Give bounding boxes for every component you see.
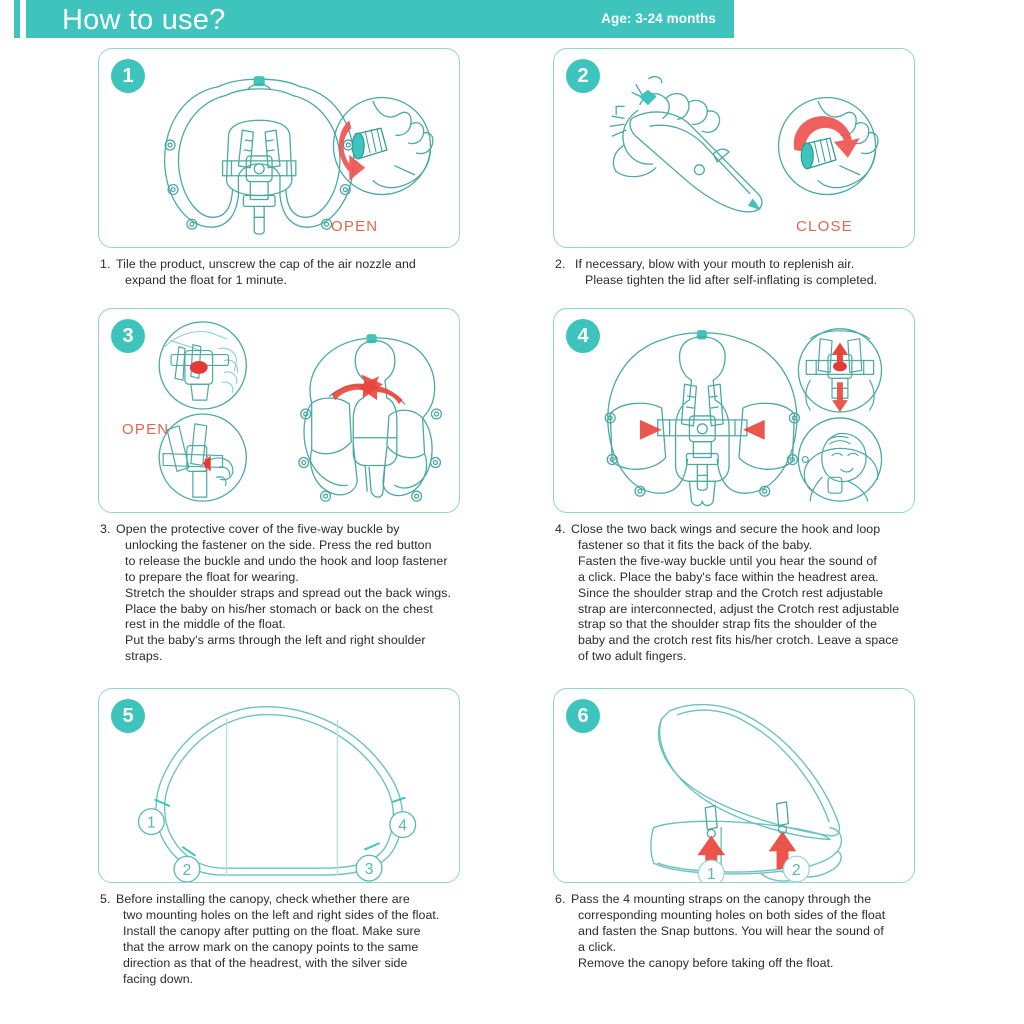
step-5-illustration: 1 2 3 4 — [137, 706, 417, 882]
step-4-panel: 4 — [553, 308, 915, 513]
step-6-illustration: 1 2 — [650, 703, 843, 882]
step-2-tag-close: CLOSE — [796, 218, 853, 235]
step-5-marker-1: 1 — [137, 808, 165, 836]
step-2-badge: 2 — [566, 59, 600, 93]
step-4-badge: 4 — [566, 319, 600, 353]
step-3-caption-line-0: Open the protective cover of the five-wa… — [116, 522, 400, 536]
step-3-caption-line-6: rest in the middle of the float. — [125, 617, 286, 632]
step-6-caption-line-1: corresponding mounting holes on both sid… — [578, 907, 886, 922]
step-1-badge: 1 — [111, 59, 145, 93]
step-6-marker-1: 1 — [697, 859, 725, 882]
step-3-panel: 3 — [98, 308, 460, 513]
step-4-caption-number: 4. — [555, 522, 566, 536]
step-5-badge: 5 — [111, 699, 145, 733]
svg-text:2: 2 — [792, 862, 801, 879]
step-3-caption: 3. Open the protective cover of the five… — [98, 522, 468, 665]
step-1-tag-open: OPEN — [331, 218, 379, 235]
svg-text:1: 1 — [707, 866, 716, 882]
step-5-caption-line-2: Install the canopy after putting on the … — [123, 923, 421, 938]
step-4-caption-line-0: Close the two back wings and secure the … — [571, 522, 881, 536]
step-1-illustration — [163, 76, 434, 235]
step-3-caption-line-1: unlocking the fastener on the side. Pres… — [125, 537, 432, 552]
svg-text:1: 1 — [147, 815, 156, 832]
svg-text:4: 4 — [398, 818, 407, 835]
step-6-badge: 6 — [566, 699, 600, 733]
step-4-caption-line-1: fastener so that it fits the back of the… — [578, 537, 813, 552]
step-3-caption-line-8: straps. — [125, 649, 163, 664]
step-5-marker-2: 2 — [173, 855, 201, 882]
step-3-inset-fastener — [158, 413, 247, 502]
step-2-caption-number: 2. — [555, 257, 566, 271]
step-6-panel: 6 — [553, 688, 915, 883]
step-5-caption: 5. Before installing the canopy, check w… — [98, 892, 468, 987]
page-title: How to use? — [62, 4, 226, 36]
step-3-caption-line-2: to release the buckle and undo the hook … — [125, 553, 448, 568]
step-6-caption-line-3: a click. — [578, 939, 617, 954]
step-3-badge: 3 — [111, 319, 145, 353]
step-6-caption-line-0: Pass the 4 mounting straps on the canopy… — [571, 892, 872, 906]
step-4-caption-line-2: Fasten the five-way buckle until you hea… — [578, 553, 877, 568]
step-4: 4 — [553, 308, 923, 665]
step-4-caption: 4. Close the two back wings and secure t… — [553, 522, 923, 665]
age-badge: Age: 3-24 months — [601, 11, 716, 26]
step-4-illustration — [604, 328, 883, 507]
step-6-marker-2: 2 — [782, 855, 810, 882]
step-4-inset-headrest — [797, 417, 883, 502]
step-4-caption-line-8: of two adult fingers. — [578, 649, 687, 664]
step-5-caption-number: 5. — [100, 892, 111, 906]
step-2-panel: 2 — [553, 48, 915, 248]
step-2-caption: 2. If necessary, blow with your mouth to… — [553, 257, 923, 289]
header-left-margin — [0, 0, 14, 38]
step-3-caption-line-7: Put the baby's arms through the left and… — [125, 633, 426, 648]
header-bar: How to use? Age: 3-24 months — [26, 0, 734, 38]
header-accent-gap — [20, 0, 26, 38]
header-accent-bar — [14, 0, 20, 38]
step-3-illustration — [158, 321, 443, 502]
step-3-caption-line-4: Stretch the shoulder straps and spread o… — [125, 585, 451, 600]
step-5-panel: 5 — [98, 688, 460, 883]
step-6: 6 — [553, 688, 923, 972]
step-1-caption: 1. Tile the product, unscrew the cap of … — [98, 257, 468, 289]
step-3: 3 — [98, 308, 468, 665]
step-6-caption-number: 6. — [555, 892, 566, 906]
step-5-caption-line-0: Before installing the canopy, check whet… — [116, 892, 410, 906]
step-2-caption-line-0: If necessary, blow with your mouth to re… — [575, 257, 855, 271]
step-1-caption-line-1: expand the float for 1 minute. — [125, 272, 287, 287]
step-3-caption-line-3: to prepare the float for wearing. — [125, 569, 299, 584]
step-5-marker-3: 3 — [355, 854, 383, 882]
step-5-marker-4: 4 — [389, 811, 417, 839]
svg-text:3: 3 — [365, 861, 374, 878]
step-4-caption-line-4: Since the shoulder strap and the Crotch … — [578, 585, 884, 600]
step-3-tag-open: OPEN — [122, 421, 170, 438]
step-5-caption-line-5: facing down. — [123, 971, 194, 986]
step-1-caption-line-0: Tile the product, unscrew the cap of the… — [116, 257, 416, 271]
step-1: 1 — [98, 48, 468, 289]
step-5-caption-line-4: direction as that of the headrest, with … — [123, 955, 408, 970]
step-3-inset-red-button — [158, 321, 247, 410]
step-6-caption-line-2: and fasten the Snap buttons. You will he… — [578, 923, 884, 938]
step-1-caption-number: 1. — [100, 257, 111, 271]
step-2-caption-line-1: Please tighten the lid after self-inflat… — [585, 272, 878, 287]
step-4-inset-adjust-strap — [797, 328, 883, 413]
step-2-illustration — [609, 76, 879, 213]
step-2-inset-close — [777, 96, 879, 196]
step-4-caption-line-5: strap are interconnected, adjust the Cro… — [578, 601, 900, 616]
step-6-caption: 6. Pass the 4 mounting straps on the can… — [553, 892, 923, 972]
page-header: How to use? Age: 3-24 months — [0, 0, 734, 38]
step-5-caption-line-3: that the arrow mark on the canopy points… — [123, 939, 419, 954]
step-6-caption-line-4: Remove the canopy before taking off the … — [578, 955, 834, 970]
step-3-caption-number: 3. — [100, 522, 111, 536]
step-4-caption-line-7: baby and the crotch rest fits his/her cr… — [578, 633, 899, 648]
step-5: 5 — [98, 688, 468, 987]
step-4-caption-line-6: strap so that the shoulder strap fits th… — [578, 617, 878, 632]
step-4-caption-line-3: a click. Place the baby's face within th… — [578, 569, 879, 584]
step-1-inset-open — [332, 96, 434, 196]
step-5-caption-line-1: two mounting holes on the left and right… — [123, 907, 440, 922]
svg-text:2: 2 — [183, 862, 192, 879]
step-1-panel: 1 — [98, 48, 460, 248]
step-2: 2 — [553, 48, 923, 289]
step-3-caption-line-5: Place the baby on his/her stomach or bac… — [125, 601, 433, 616]
